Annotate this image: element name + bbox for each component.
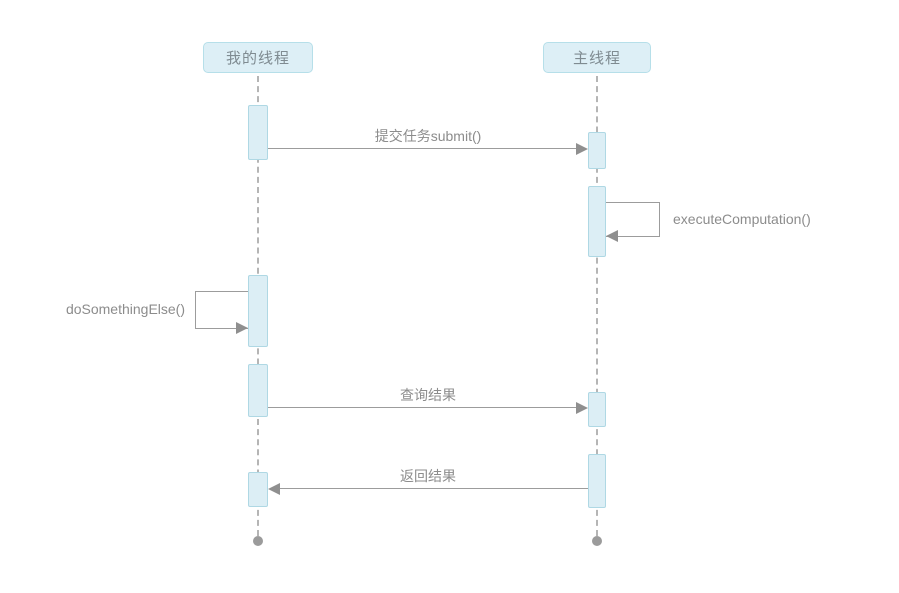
activation-bar: [248, 472, 268, 507]
lifeline-main-thread: [596, 76, 598, 536]
message-query-arrowhead-icon: [576, 402, 588, 414]
activation-bar: [588, 186, 606, 257]
activation-bar: [588, 454, 606, 508]
self-call-dosomething-arrowhead-icon: [236, 322, 248, 334]
self-call-execute-arrowhead-icon: [606, 230, 618, 242]
participant-label-main-thread: 主线程: [572, 50, 621, 67]
message-return-arrowhead-icon: [268, 483, 280, 495]
message-return-line: [280, 488, 588, 489]
self-call-dosomething-label: doSomethingElse(): [65, 301, 185, 317]
lifeline-end-dot-my-thread: [253, 536, 263, 546]
self-call-execute-label: executeComputation(): [673, 211, 811, 227]
message-return-label: 返回结果: [400, 468, 456, 484]
self-call-dosomething-loop: [195, 291, 248, 329]
activation-bar: [248, 105, 268, 160]
activation-bar: [588, 392, 606, 427]
activation-bar: [248, 275, 268, 347]
lifeline-end-dot-main-thread: [592, 536, 602, 546]
message-submit-arrowhead-icon: [576, 143, 588, 155]
participant-label-my-thread: 我的线程: [225, 50, 290, 67]
message-query-label: 查询结果: [400, 387, 456, 403]
participant-header-my-thread: 我的线程: [203, 42, 313, 73]
activation-bar: [588, 132, 606, 169]
message-query-line: [268, 407, 577, 408]
activation-bar: [248, 364, 268, 417]
self-call-execute-loop: [606, 202, 660, 237]
message-submit-line: [268, 148, 577, 149]
participant-header-main-thread: 主线程: [543, 42, 651, 73]
message-submit-label: 提交任务submit(): [374, 128, 482, 144]
